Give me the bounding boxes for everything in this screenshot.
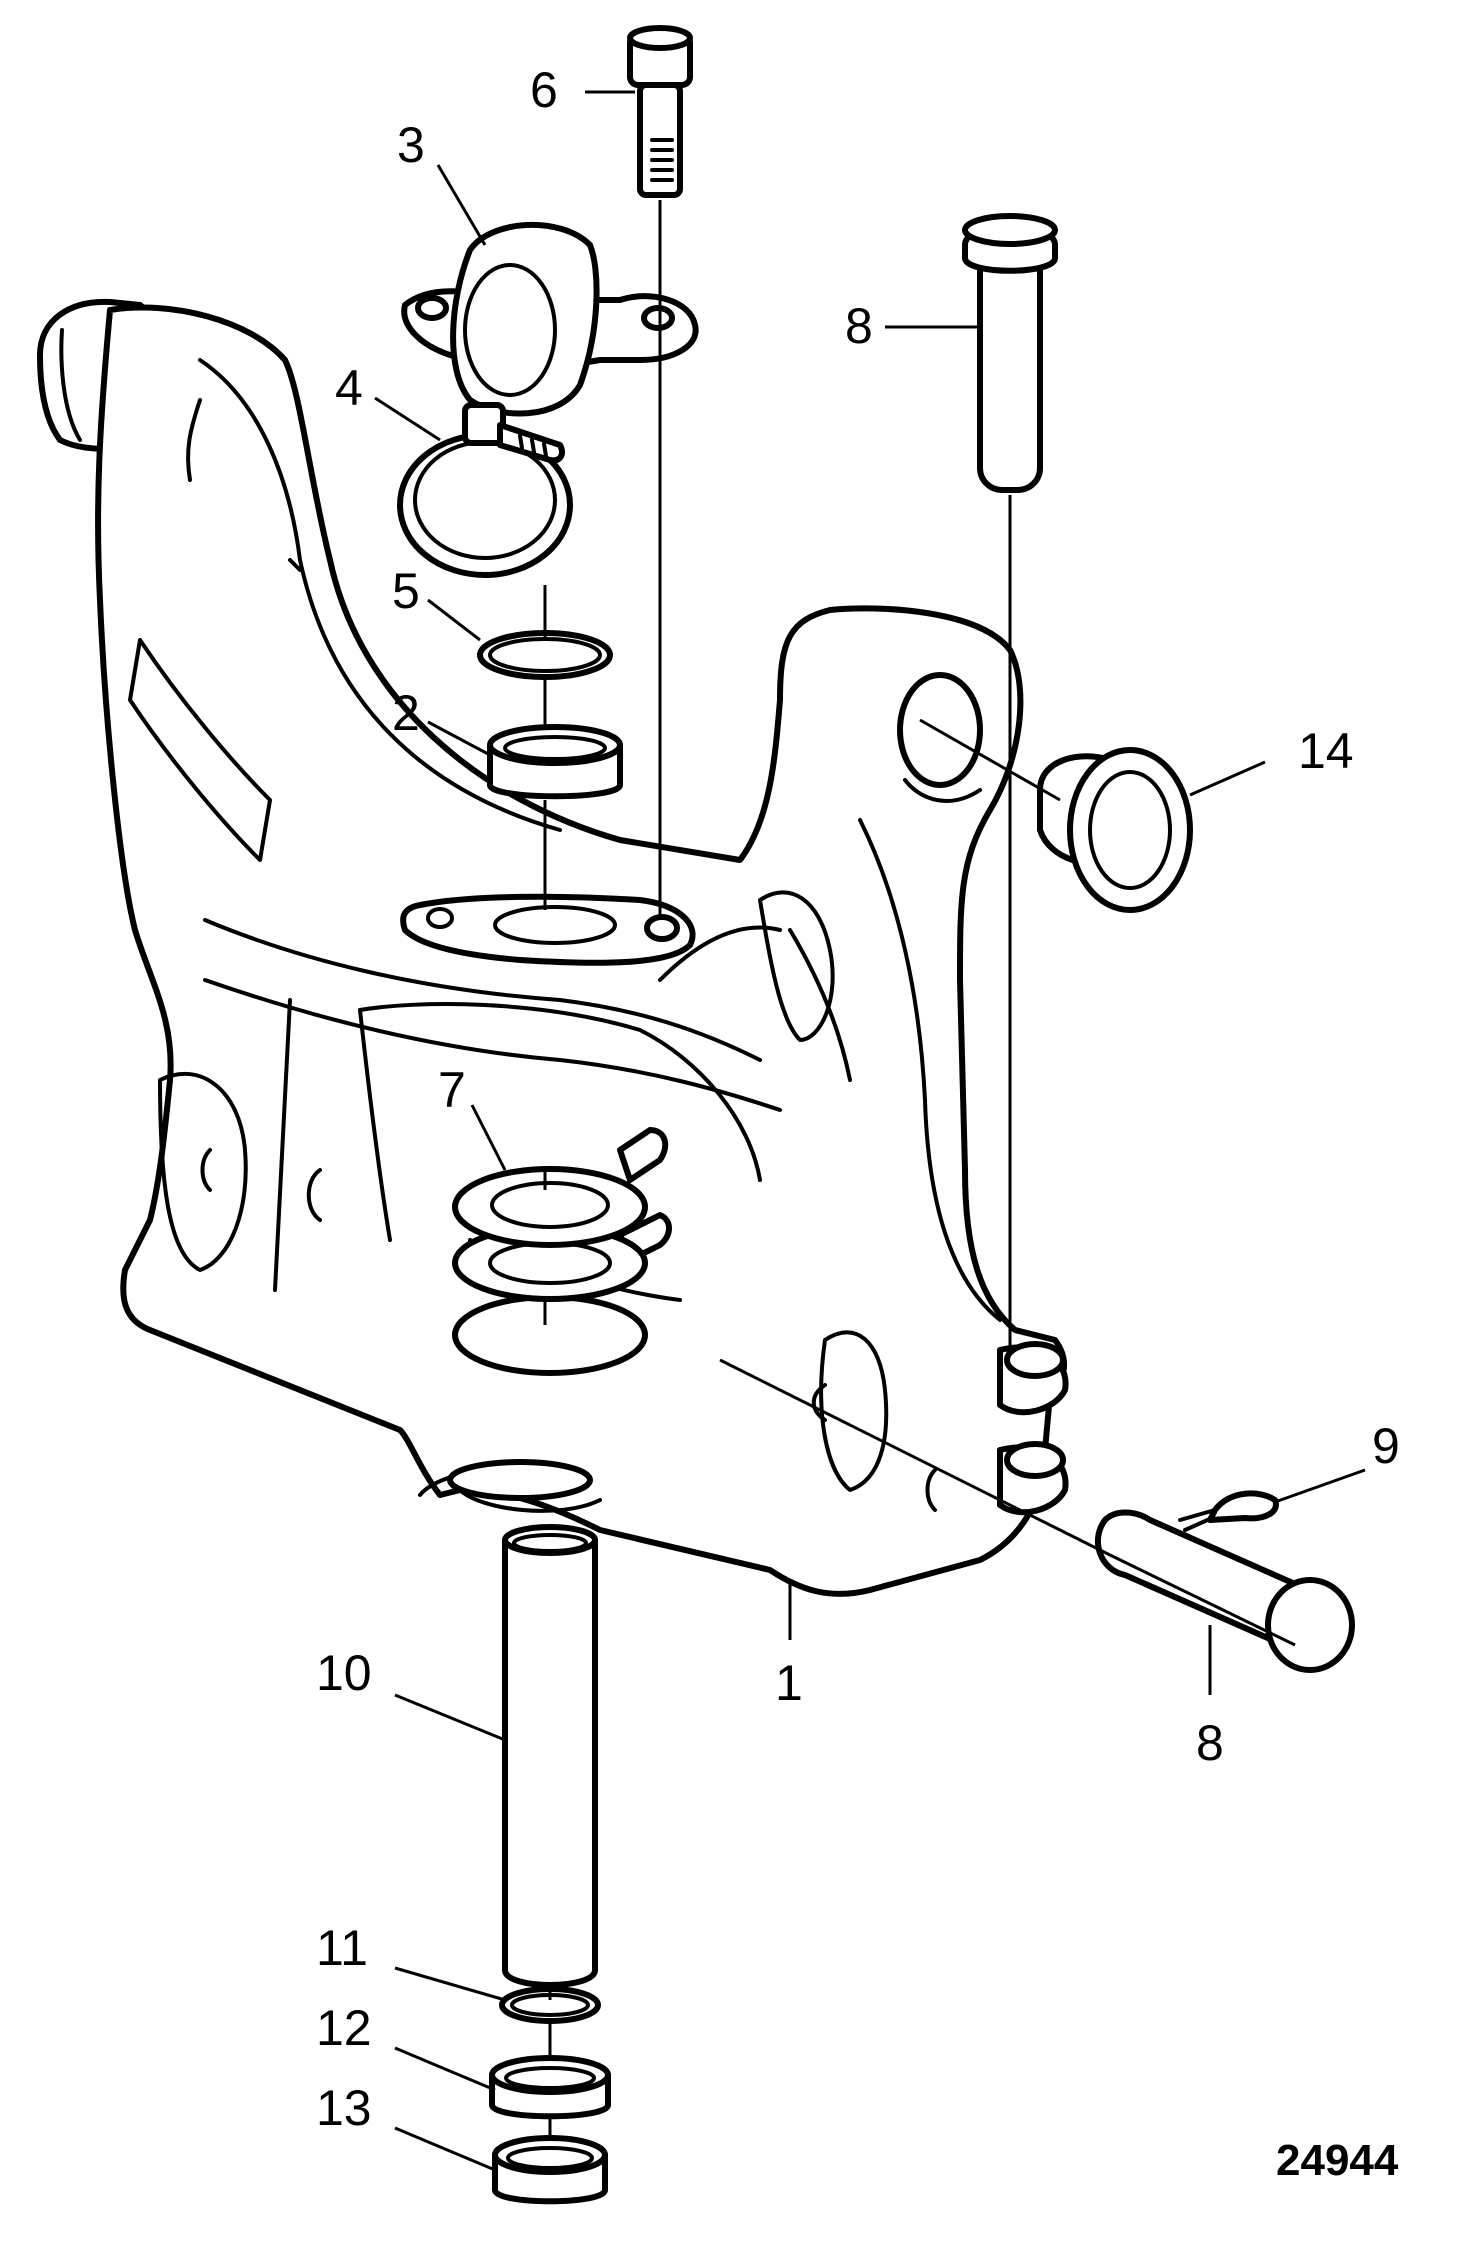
callout-9: 9 [1372, 1418, 1400, 1474]
callout-7: 7 [438, 1062, 466, 1118]
callout-5: 5 [392, 563, 420, 619]
callout-2: 2 [392, 685, 420, 741]
callout-11: 11 [316, 1920, 368, 1976]
bushing-part-13 [492, 2135, 608, 2205]
tab-washer-part-7 [452, 1127, 672, 1376]
callout-12: 12 [316, 2000, 372, 2056]
figure-number: 24944 [1276, 2136, 1399, 2185]
callout-8-top: 8 [845, 298, 873, 354]
callout-13: 13 [316, 2080, 372, 2136]
callout-3: 3 [397, 117, 425, 173]
assembly-axis-lines [543, 200, 1296, 2140]
leader-lines [374, 90, 1366, 2172]
callout-14: 14 [1298, 723, 1354, 779]
callout-6: 6 [530, 62, 558, 118]
sleeve-part-10 [502, 1524, 598, 1988]
callout-labels: 6 3 4 5 2 8 14 7 9 1 8 10 11 12 13 [316, 62, 1400, 2136]
hose-clamp-part-4 [397, 402, 573, 578]
hose-fitting-part-3 [401, 221, 699, 417]
bushing-part-2 [487, 724, 623, 800]
callout-1: 1 [775, 1655, 803, 1711]
callout-4: 4 [335, 360, 363, 416]
pin-part-8-upper [962, 213, 1058, 493]
bolt-part-6 [627, 25, 693, 198]
pin-part-8-lower [1094, 1509, 1355, 1673]
callout-8-bottom: 8 [1196, 1715, 1224, 1771]
callout-10: 10 [316, 1645, 372, 1701]
cotter-pin-part-9 [1178, 1490, 1279, 1532]
seal-part-12 [489, 2055, 611, 2120]
plug-part-14 [1037, 747, 1193, 913]
